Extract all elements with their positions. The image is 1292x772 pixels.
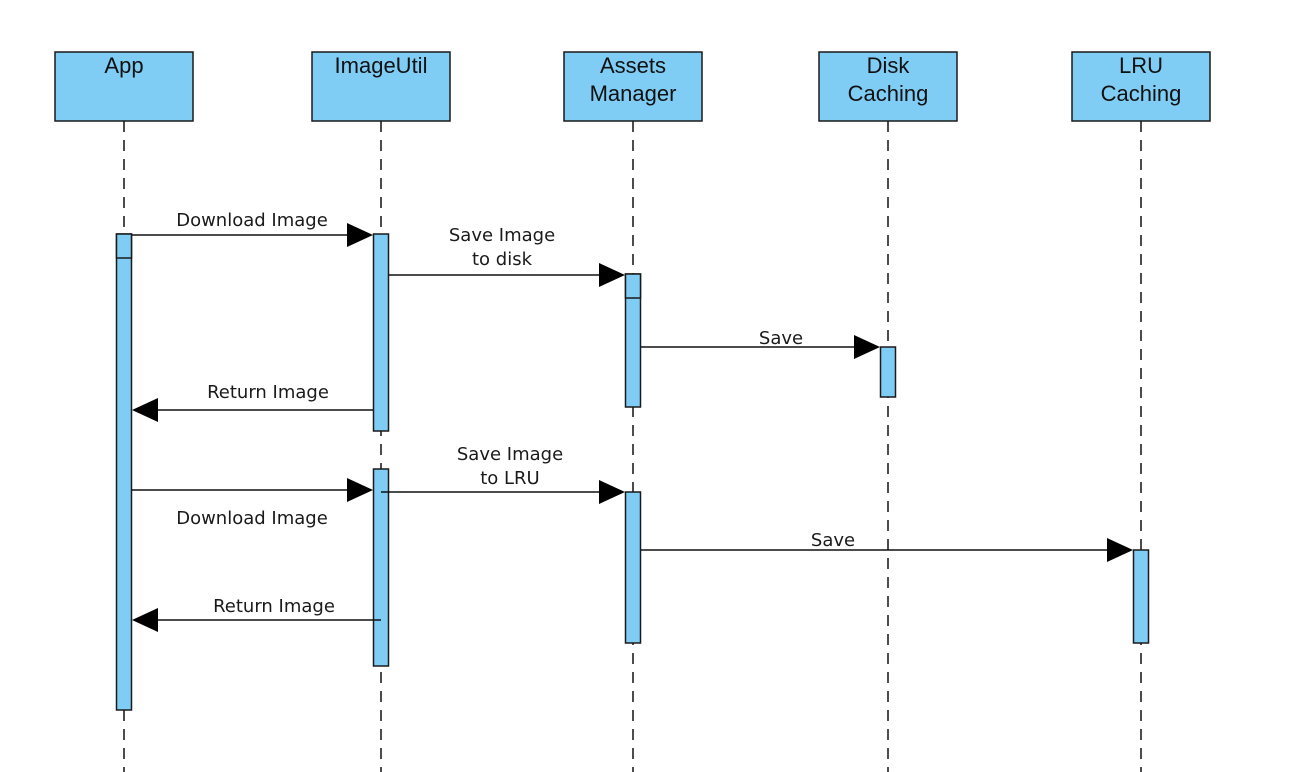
activation-assets-manager-2 bbox=[624, 491, 642, 644]
message-label-save-image-to-disk-2: to disk bbox=[472, 249, 533, 270]
message-save-image-to-disk: Save Image to disk bbox=[389, 225, 625, 287]
arrowhead-icon bbox=[599, 263, 625, 287]
participant-box-assets-manager bbox=[563, 51, 703, 122]
message-save-lru: Save bbox=[641, 530, 1133, 562]
participant-box-lru-caching bbox=[1071, 51, 1211, 122]
activation-assets-manager-cap bbox=[624, 273, 642, 299]
message-save-image-to-lru: Save Image to LRU bbox=[381, 444, 625, 504]
message-save-disk: Save bbox=[641, 328, 880, 359]
message-label-save-image-to-disk-1: Save Image bbox=[449, 225, 555, 246]
message-return-image-2: Return Image bbox=[132, 596, 381, 632]
message-label-save-image-to-lru-2: to LRU bbox=[480, 468, 540, 489]
participant-label-lru-caching-2: Caching bbox=[1101, 81, 1182, 106]
participant-imageutil: ImageUtil bbox=[311, 51, 451, 122]
arrowhead-icon bbox=[132, 608, 158, 632]
message-label-save-image-to-lru-1: Save Image bbox=[457, 444, 563, 465]
message-return-image-1: Return Image bbox=[132, 382, 373, 422]
participant-label-app: App bbox=[104, 53, 143, 78]
message-label-return-image-2: Return Image bbox=[213, 596, 335, 617]
activation-imageutil-2 bbox=[372, 468, 390, 667]
participant-label-assets-manager-2: Manager bbox=[590, 81, 677, 106]
message-label-save-lru: Save bbox=[811, 530, 855, 551]
participant-label-assets-manager-1: Assets bbox=[600, 53, 666, 78]
activation-disk-caching bbox=[879, 346, 897, 398]
participant-box-disk-caching bbox=[818, 51, 958, 122]
participant-label-disk-caching-2: Caching bbox=[848, 81, 929, 106]
message-download-image-1: Download Image bbox=[132, 210, 373, 247]
participant-label-imageutil: ImageUtil bbox=[335, 53, 428, 78]
activation-imageutil-1 bbox=[372, 233, 390, 432]
participant-box-imageutil bbox=[311, 51, 451, 122]
participant-app: App bbox=[54, 51, 194, 122]
activation-app bbox=[115, 233, 133, 711]
activation-lru-caching bbox=[1132, 549, 1150, 644]
arrowhead-icon bbox=[347, 223, 373, 247]
activation-app-cap bbox=[115, 233, 133, 259]
participant-label-disk-caching-1: Disk bbox=[867, 53, 911, 78]
arrowhead-icon bbox=[1107, 538, 1133, 562]
participant-box-app bbox=[54, 51, 194, 122]
arrowhead-icon bbox=[132, 398, 158, 422]
message-label-download-image-1: Download Image bbox=[176, 210, 328, 231]
arrowhead-icon bbox=[599, 480, 625, 504]
message-label-save-disk: Save bbox=[759, 328, 803, 349]
message-label-download-image-2: Download Image bbox=[176, 508, 328, 529]
arrowhead-icon bbox=[347, 478, 373, 502]
message-label-return-image-1: Return Image bbox=[207, 382, 329, 403]
activation-bars bbox=[115, 233, 1150, 711]
message-download-image-2: Download Image bbox=[132, 478, 373, 529]
participant-label-lru-caching-1: LRU bbox=[1119, 53, 1163, 78]
participant-lru-caching: LRU Caching bbox=[1071, 51, 1211, 122]
arrowhead-icon bbox=[854, 335, 880, 359]
